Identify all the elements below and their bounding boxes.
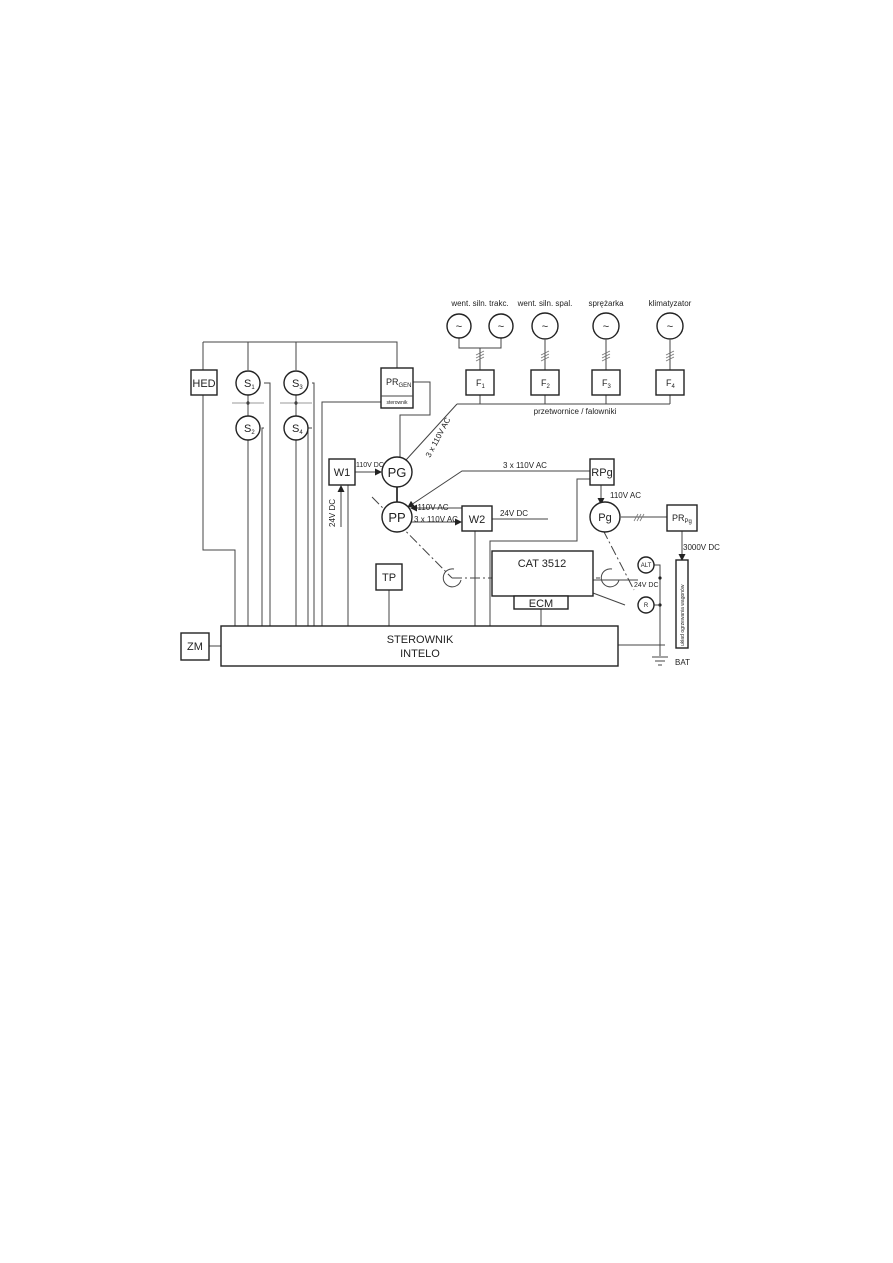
svg-text:HED: HED <box>192 378 215 390</box>
svg-text:STEROWNIK: STEROWNIK <box>387 634 454 646</box>
auxiliary-generator-pp: PP <box>381 501 413 533</box>
w1-block: W1 <box>328 458 356 486</box>
label-110v-ac-pp: 110V AC <box>418 503 449 512</box>
svg-text:Pg: Pg <box>598 512 611 524</box>
motor-fan-traction-1: ~ <box>446 313 472 339</box>
label-110v-dc: 110V DC <box>356 462 384 469</box>
label-110v-ac-rpg: 110V AC <box>610 491 641 500</box>
svg-text:F1: F1 <box>476 378 486 390</box>
alternator-alt: ALT <box>637 556 655 574</box>
label-fan-traction: went. siln. trakc. <box>450 299 508 308</box>
svg-text:CAT 3512: CAT 3512 <box>518 558 567 570</box>
sensor-s2: S2 <box>235 415 261 441</box>
label-3x110-pp: 3 x 110V AC <box>414 515 458 524</box>
controller-intelo: STEROWNIK INTELO <box>220 625 619 667</box>
svg-text:S2: S2 <box>244 423 255 436</box>
motors: ~ ~ ~ ~ ~ <box>446 312 684 340</box>
svg-text:INTELO: INTELO <box>400 648 440 660</box>
svg-text:TP: TP <box>382 572 396 584</box>
label-3x110-top: 3 x 110V AC <box>503 461 547 470</box>
svg-text:F4: F4 <box>666 378 676 390</box>
svg-text:PRGEN: PRGEN <box>386 377 412 389</box>
label-ac: klimatyzator <box>649 299 692 308</box>
svg-text:S3: S3 <box>292 378 303 391</box>
tp-block: TP <box>375 563 403 591</box>
svg-text:W1: W1 <box>334 467 351 479</box>
wagon-heating-block: układ ogrzewania wagonów <box>675 559 689 649</box>
svg-text:PP: PP <box>388 510 405 525</box>
wiring <box>202 338 686 666</box>
pr-generator-regulator: PRGEN sterownik <box>380 367 414 409</box>
motor-symbol: ~ <box>542 321 548 333</box>
svg-text:R: R <box>644 603 649 609</box>
motor-symbol: ~ <box>498 321 504 333</box>
motor-symbol: ~ <box>603 321 609 333</box>
relay-r: R <box>637 596 655 614</box>
svg-text:S1: S1 <box>244 378 255 391</box>
zm-block: ZM <box>180 632 210 661</box>
engine-cat3512: CAT 3512 <box>491 550 594 597</box>
motor-fan-traction-2: ~ <box>488 313 514 339</box>
sensor-s1: S1 <box>235 370 261 396</box>
label-3x110-diagonal: 3 x 110V AC <box>424 416 453 459</box>
svg-text:układ ogrzewania wagonów: układ ogrzewania wagonów <box>680 584 686 646</box>
svg-text:F3: F3 <box>602 378 612 390</box>
svg-text:ZM: ZM <box>187 641 203 653</box>
svg-text:ECM: ECM <box>529 598 553 610</box>
svg-text:F2: F2 <box>541 378 551 390</box>
inverter-f1: F1 <box>465 369 495 396</box>
pr-pg-block: PRPg <box>666 504 698 532</box>
label-24v-dc-w2: 24V DC <box>500 509 528 518</box>
sensor-s4: S4 <box>283 415 309 441</box>
svg-text:W2: W2 <box>469 514 486 526</box>
inverter-f2: F2 <box>530 369 560 396</box>
inverters: F1 F2 F3 F4 przetwornice / falowniki <box>465 369 685 416</box>
rpg-block: RPg <box>589 458 615 486</box>
motor-symbol: ~ <box>667 321 673 333</box>
battery-label: BAT <box>675 658 690 667</box>
motor-ac: ~ <box>656 312 684 340</box>
svg-text:PRPg: PRPg <box>672 513 692 525</box>
inverters-caption: przetwornice / falowniki <box>534 407 617 416</box>
label-24v-dc-vertical: 24V DC <box>328 499 337 527</box>
label-3000v-dc: 3000V DC <box>683 543 720 552</box>
inverter-f3: F3 <box>591 369 621 396</box>
pr-controller-label: sterownik <box>386 400 408 406</box>
svg-text:S4: S4 <box>292 423 303 436</box>
heating-generator-pg: Pg <box>589 501 621 533</box>
motor-symbol: ~ <box>456 321 462 333</box>
svg-text:RPg: RPg <box>591 467 612 479</box>
w2-block: W2 <box>461 505 493 532</box>
hed-block: HED <box>190 369 218 396</box>
sensors: S1 S2 S3 S4 <box>235 370 309 441</box>
main-generator-pg: PG <box>381 456 413 488</box>
label-compressor: sprężarka <box>588 299 624 308</box>
label-24v-dc-alt: 24V DC <box>634 582 659 589</box>
motor-fan-engine: ~ <box>531 312 559 340</box>
label-fan-engine: went. siln. spal. <box>517 299 573 308</box>
sensor-s3: S3 <box>283 370 309 396</box>
svg-text:ALT: ALT <box>641 563 652 569</box>
top-labels: went. siln. trakc. went. siln. spal. spr… <box>450 299 691 308</box>
inverter-f4: F4 <box>655 369 685 396</box>
ecm-block: ECM <box>513 595 569 610</box>
motor-compressor: ~ <box>592 312 620 340</box>
svg-text:PG: PG <box>388 465 407 480</box>
